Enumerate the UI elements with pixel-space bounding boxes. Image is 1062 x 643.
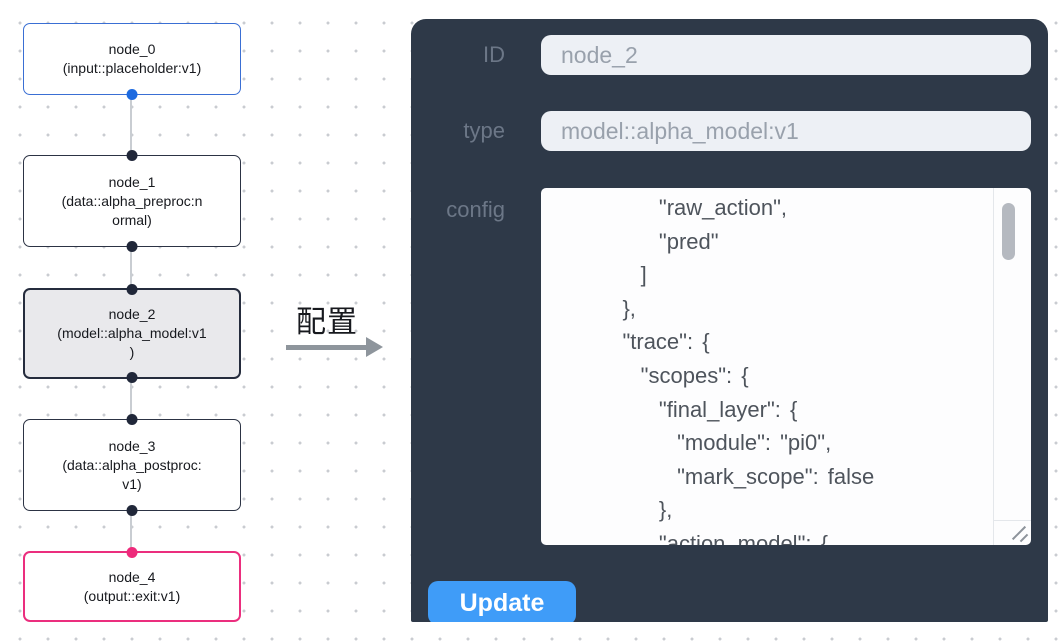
transition-label: 配置	[296, 306, 358, 339]
scrollbar-thumb[interactable]	[1002, 203, 1015, 260]
node-1-output-port[interactable]	[126, 241, 138, 252]
node-type-line: (model::alpha_model:v1	[57, 325, 207, 341]
node-name: node_3	[108, 437, 156, 454]
flow-node-1[interactable]: node_1 (data::alpha_preproc:n ormal)	[23, 150, 241, 252]
resize-handle-icon[interactable]	[1007, 521, 1029, 543]
node-type-line: (data::alpha_postproc:	[62, 456, 202, 473]
flow-node-0[interactable]: node_0 (input::placeholder:v1)	[23, 23, 241, 100]
node-3-output-port[interactable]	[126, 505, 138, 516]
node-name: node_1	[108, 173, 156, 190]
flow-node-3[interactable]: node_3 (data::alpha_postproc: v1)	[23, 414, 241, 516]
config-json-text: "raw_action", "pred" ] }, "trace": { "sc…	[622, 195, 875, 545]
config-field-label: config	[446, 197, 505, 222]
edge-node0-node1	[130, 95, 132, 157]
node-config-panel: ID type config "raw_action", "pred" ] },…	[411, 19, 1048, 622]
node-type-line: (data::alpha_preproc:n	[61, 192, 203, 209]
id-field-label: ID	[483, 42, 505, 67]
flow-node-2-selected[interactable]: node_2 (model::alpha_model:v1 )	[23, 284, 241, 383]
update-button[interactable]: Update	[428, 581, 576, 622]
node-type-line: ormal)	[112, 211, 152, 228]
node-name: node_0	[108, 41, 156, 57]
edge-node3-node4	[130, 510, 132, 553]
node-2-output-port[interactable]	[126, 372, 138, 383]
node-type-line: (input::placeholder:v1)	[62, 60, 202, 76]
arrow-shaft	[286, 345, 368, 350]
node-0-output-port[interactable]	[126, 89, 138, 100]
node-type-line: (output::exit:v1)	[83, 587, 181, 604]
flow-node-4[interactable]: node_4 (output::exit:v1)	[23, 547, 241, 622]
node-name: node_2	[108, 306, 156, 322]
edge-node2-node3	[130, 378, 132, 421]
type-field-label: type	[463, 118, 505, 143]
scrollbar-track-divider	[993, 188, 994, 545]
node-type-line: )	[129, 344, 135, 360]
id-input[interactable]	[541, 35, 1031, 75]
node-3-input-port[interactable]	[126, 414, 138, 425]
edge-node1-node2	[130, 246, 132, 290]
arrow-head	[366, 337, 383, 357]
node-name: node_4	[108, 568, 156, 585]
node-4-input-port[interactable]	[126, 547, 138, 558]
arrow-right-icon	[286, 337, 383, 358]
config-textarea[interactable]: "raw_action", "pred" ] }, "trace": { "sc…	[541, 188, 1031, 545]
node-1-input-port[interactable]	[126, 150, 138, 161]
node-type-line: v1)	[122, 475, 142, 492]
type-input[interactable]	[541, 111, 1031, 151]
node-2-input-port[interactable]	[126, 284, 138, 295]
